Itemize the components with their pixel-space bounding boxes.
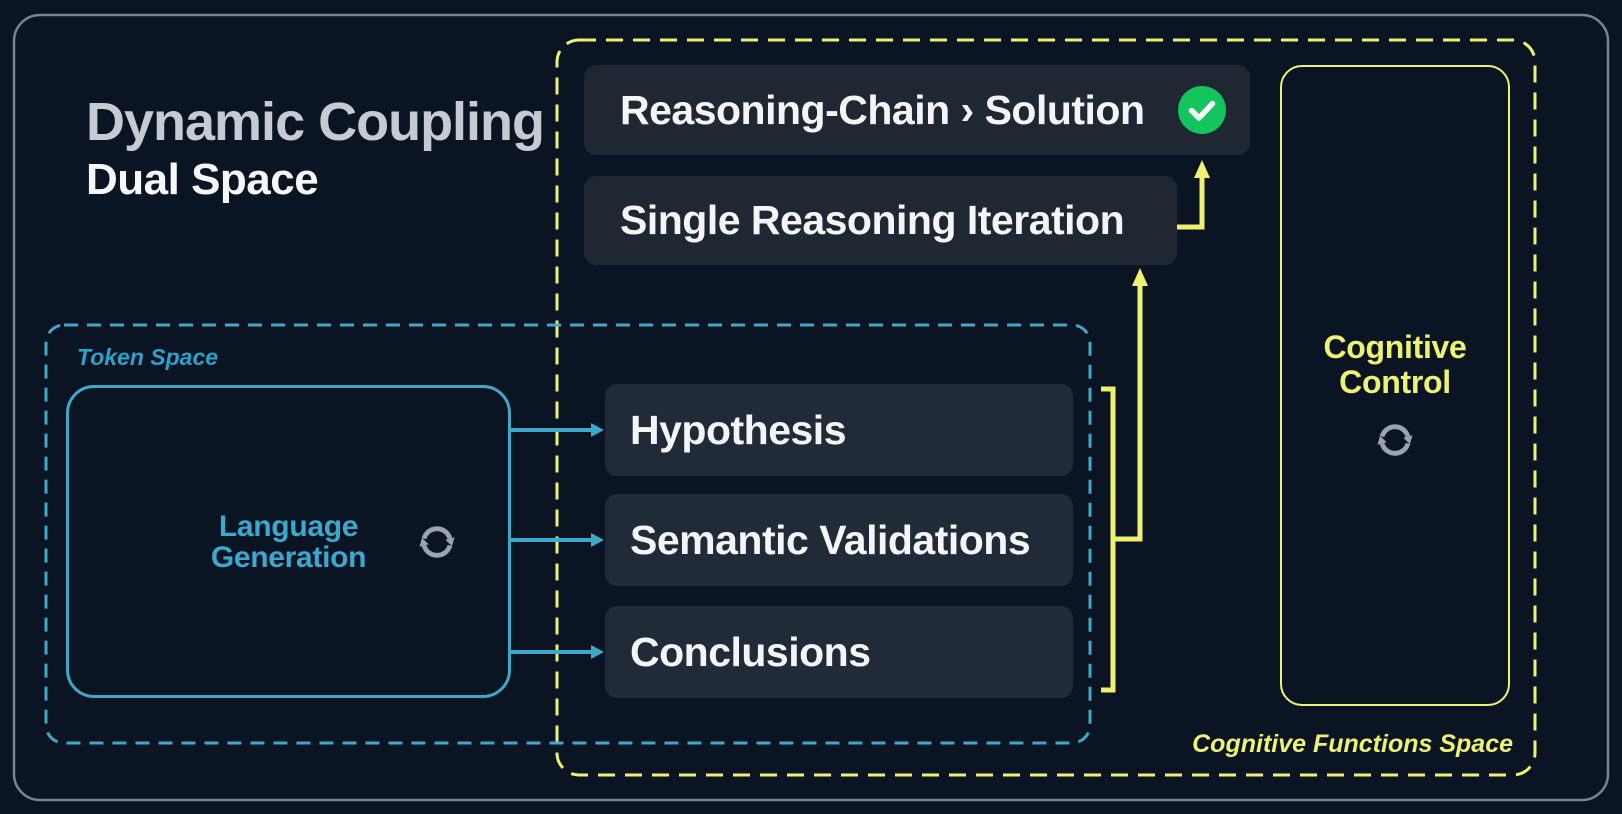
refresh-icon — [414, 519, 460, 565]
single-reasoning-iteration-label: Single Reasoning Iteration — [620, 197, 1125, 243]
conclusions-node: Conclusions — [605, 606, 1073, 698]
semantic-validations-node: Semantic Validations — [605, 494, 1073, 586]
arrowhead-hypothesis — [591, 423, 604, 437]
functions-bracket — [1101, 386, 1116, 693]
arrowhead-conclusions — [591, 645, 604, 659]
arrow-single-iteration-to-reasoning-chain — [1177, 176, 1205, 230]
hypothesis-node: Hypothesis — [605, 384, 1073, 476]
language-generation-label: Language Generation — [210, 509, 367, 574]
cognitive-control-node: Cognitive Control — [1280, 65, 1510, 706]
page-subtitle: Dual Space — [86, 155, 319, 204]
blue-arrowheads — [591, 423, 604, 659]
cognitive-control-label-line1: Cognitive — [1323, 329, 1467, 365]
hypothesis-label: Hypothesis — [630, 406, 847, 453]
language-generation-label-line2: Generation — [210, 540, 367, 574]
conclusions-label: Conclusions — [630, 628, 871, 675]
blue-arrows — [511, 428, 591, 654]
cognitive-control-label: Cognitive Control — [1282, 330, 1508, 400]
page-title: Dynamic Coupling — [86, 92, 545, 152]
check-icon — [1178, 86, 1226, 134]
yellow-connectors — [1101, 176, 1205, 693]
reasoning-chain-solution-label: Reasoning-Chain › Solution — [620, 86, 1145, 133]
refresh-icon — [1372, 417, 1418, 463]
language-generation-node: Language Generation — [66, 385, 511, 698]
arrowhead-to-reasoning-chain — [1194, 160, 1210, 178]
arrowhead-to-single-iteration — [1132, 268, 1148, 286]
yellow-arrowheads — [1132, 160, 1210, 286]
language-generation-label-line1: Language — [218, 509, 359, 543]
arrowhead-semantic-validations — [591, 533, 604, 547]
cognitive-functions-space-label: Cognitive Functions Space — [1192, 730, 1513, 758]
reasoning-chain-solution-node: Reasoning-Chain › Solution — [584, 65, 1250, 155]
arrow-functions-to-single-iteration — [1113, 284, 1143, 542]
semantic-validations-label: Semantic Validations — [630, 516, 1031, 563]
cognitive-control-label-line2: Control — [1339, 364, 1451, 400]
token-space-label: Token Space — [77, 344, 219, 370]
outer-frame-border — [12, 13, 1610, 802]
cognitive-functions-space-border — [555, 38, 1537, 777]
token-space-border — [44, 323, 1092, 745]
single-reasoning-iteration-node: Single Reasoning Iteration — [584, 176, 1177, 265]
